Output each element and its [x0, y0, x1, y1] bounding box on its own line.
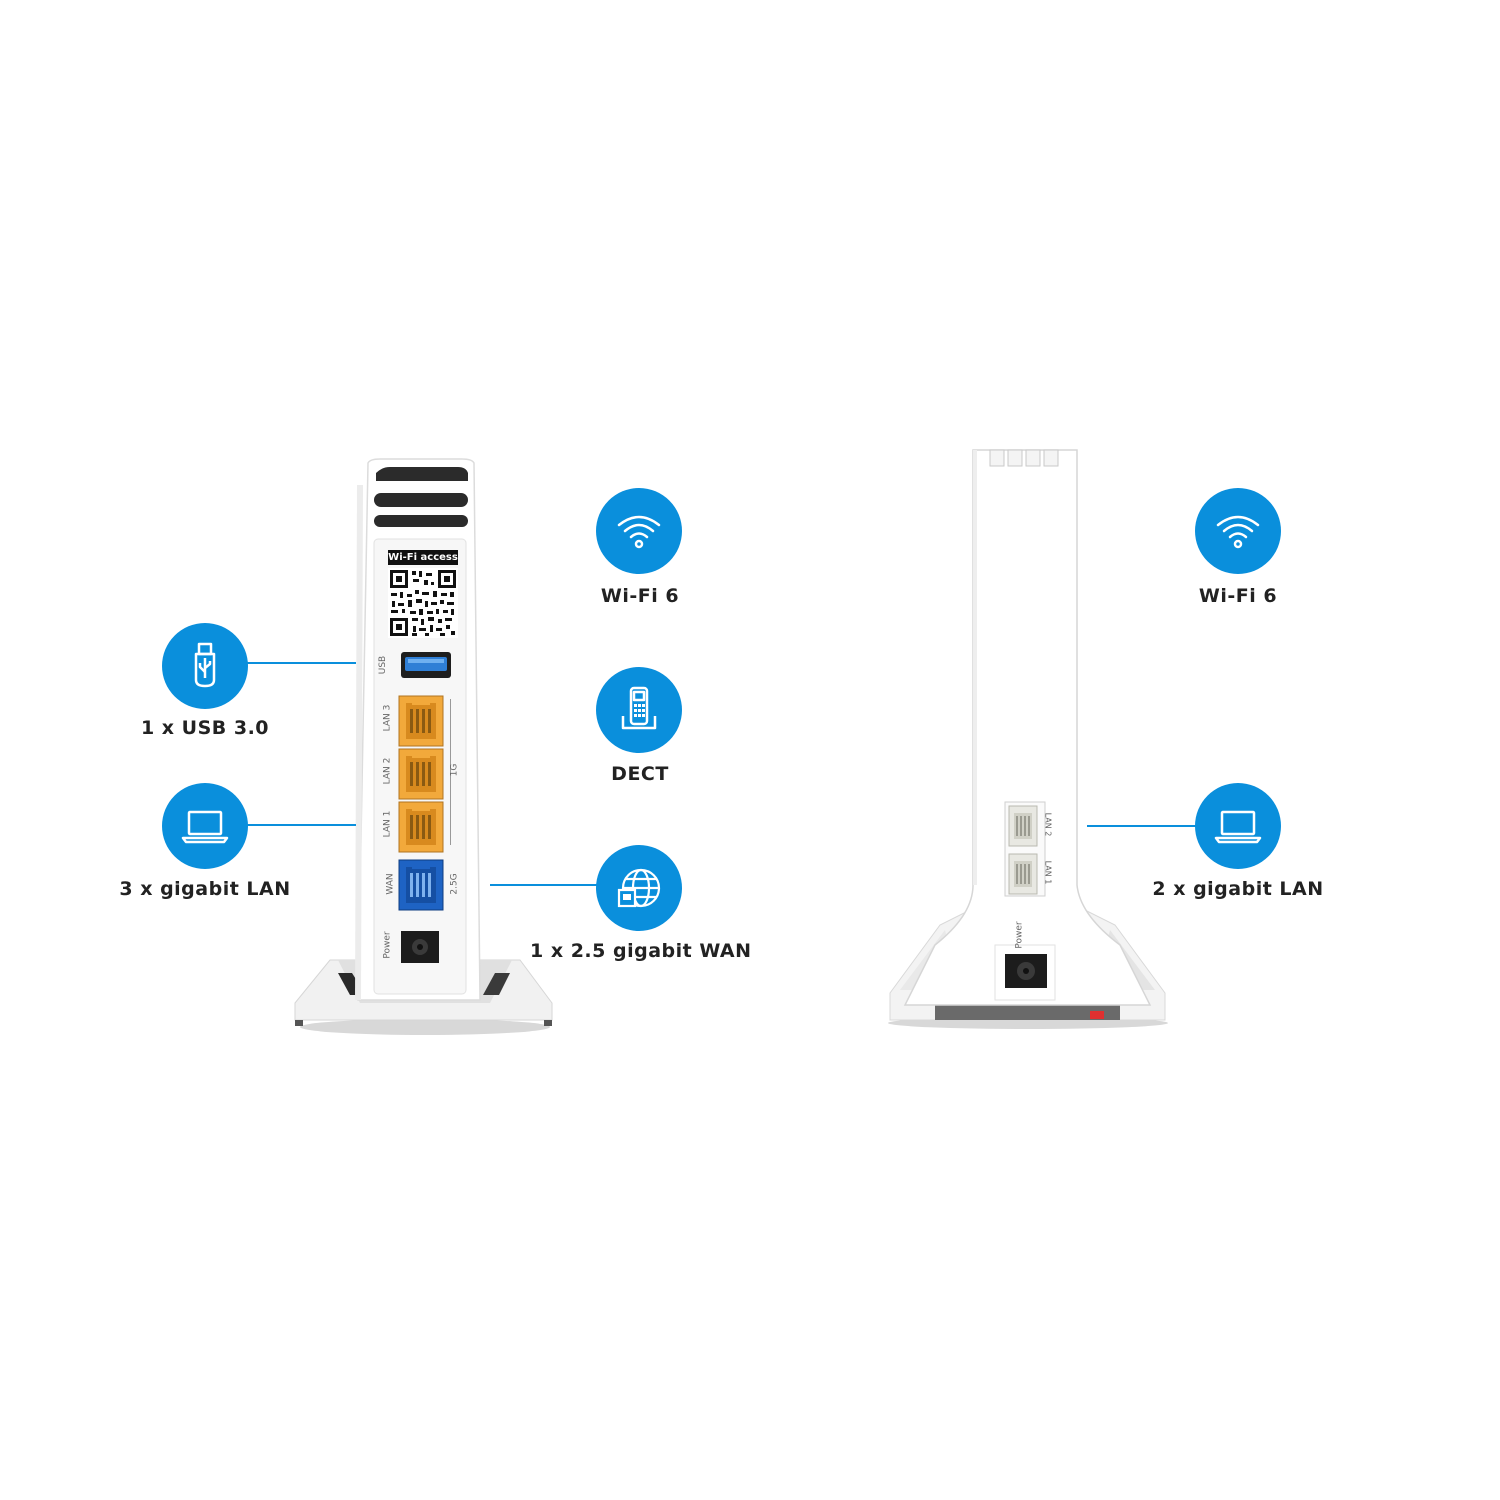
right-device: LAN 2 LAN 1 Power: [880, 445, 1175, 1035]
right-lan2-label: LAN 2: [1043, 812, 1053, 837]
cordless-phone-icon: [621, 686, 657, 730]
usb-port-label: USB: [378, 655, 389, 675]
globe-icon: [617, 868, 661, 908]
lan-left-connector-line: [240, 824, 356, 826]
lan-right-feature-circle: [1195, 783, 1281, 869]
usb-port: [401, 652, 451, 678]
right-power-socket: [1005, 954, 1047, 988]
wifi-left-feature-circle: [596, 488, 682, 574]
wan-label: WAN: [385, 873, 396, 895]
lan-right-connector-line: [1087, 825, 1199, 827]
usb-feature-label: 1 x USB 3.0: [140, 717, 270, 739]
wifi-right-feature-circle: [1195, 488, 1281, 574]
wifi-left-feature-label: Wi-Fi 6: [600, 585, 680, 607]
usb-icon: [194, 642, 216, 688]
usb-feature-circle: [162, 623, 248, 709]
left-router: Wi-Fi access USB: [290, 455, 560, 1040]
right-device-body: [888, 449, 1168, 1029]
lan2-label: LAN 2: [382, 757, 393, 785]
wan-port: [398, 859, 444, 911]
power-label: Power: [382, 931, 393, 959]
lan3-label: LAN 3: [382, 704, 393, 732]
lan-ports-right: [1004, 801, 1046, 897]
usb-connector-line: [240, 662, 356, 664]
wan-feature-circle: [596, 845, 682, 931]
wan-connector-line: [490, 884, 602, 886]
right-lan1-label: LAN 1: [1043, 860, 1053, 885]
wan-speed-label: 2.5G: [449, 873, 460, 895]
lan-ports-left: [398, 695, 444, 853]
wifi-icon: [617, 515, 661, 549]
qr-code: [388, 568, 458, 638]
wifi-right-feature-label: Wi-Fi 6: [1198, 585, 1278, 607]
power-socket: [401, 931, 439, 963]
wifi-icon-right: [1216, 515, 1260, 549]
lan-speed-bracket: [450, 699, 451, 845]
laptop-icon: [181, 810, 229, 844]
laptop-icon-right: [1214, 810, 1262, 844]
lan-left-feature-label: 3 x gigabit LAN: [119, 878, 291, 900]
wifi-access-label: Wi-Fi access: [388, 550, 458, 565]
lan1-label: LAN 1: [382, 810, 393, 838]
wan-feature-label: 1 x 2.5 gigabit WAN: [530, 940, 752, 962]
lan-speed-label: 1G: [449, 763, 460, 777]
lan-left-feature-circle: [162, 783, 248, 869]
right-power-label: Power: [1014, 921, 1025, 949]
lan-right-feature-label: 2 x gigabit LAN: [1152, 878, 1324, 900]
dect-feature-label: DECT: [611, 763, 669, 785]
dect-feature-circle: [596, 667, 682, 753]
